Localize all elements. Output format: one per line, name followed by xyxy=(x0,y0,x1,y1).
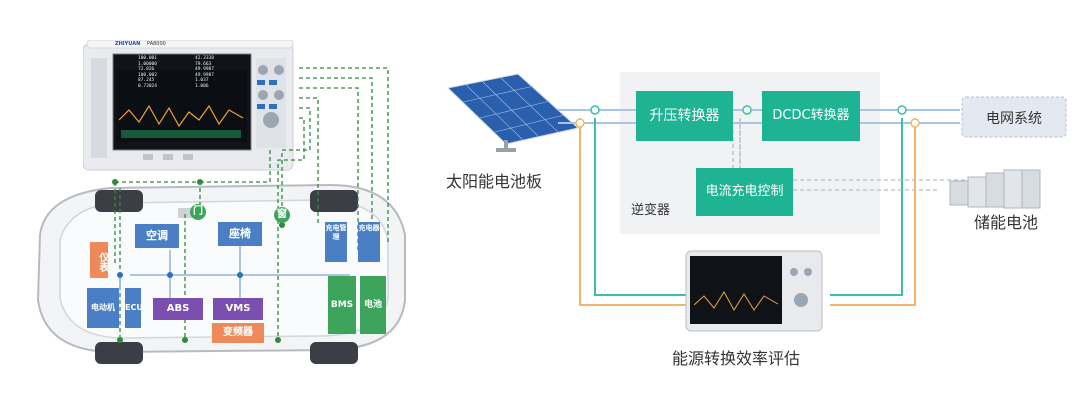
reading: 0.73024 xyxy=(138,83,157,89)
charge-control-box: 电流充电控制 xyxy=(696,168,793,216)
bms-module: BMS xyxy=(328,276,356,334)
charge-control-label: 电流充电控制 xyxy=(705,184,784,199)
ecu-module: ECU xyxy=(125,288,143,328)
reading: 87.245 xyxy=(138,78,155,83)
charge-mgmt-module: 充电管理 xyxy=(325,222,347,262)
car-wiring-diagram xyxy=(36,67,406,364)
readings-column-2: 42.3338 79.663 49.9987 49.9987 1.037 1.0… xyxy=(195,56,214,89)
reading: 79.663 xyxy=(195,61,212,67)
boost-label: 升压转换器 xyxy=(649,108,720,124)
vms-label: VMS xyxy=(225,303,251,314)
power-analyzer-illustration xyxy=(82,39,294,171)
motor-module: 电动机 xyxy=(87,288,119,328)
reading: 49.9987 xyxy=(195,67,214,72)
reading: 42.3338 xyxy=(195,56,214,61)
instrument-model: PA8000 xyxy=(147,41,166,47)
solar-panel-label: 太阳能电池板 xyxy=(446,172,543,191)
ac-label: 空调 xyxy=(146,229,168,242)
battery-module: 电池 xyxy=(360,276,386,334)
motor-label: 电动机 xyxy=(91,303,115,312)
grid-label: 电网系统 xyxy=(986,111,1042,127)
battery-label: 电池 xyxy=(363,300,382,310)
meter-module: 仪表 xyxy=(90,242,108,278)
charge-mgmt-label: 充电管理 xyxy=(325,224,347,241)
efficiency-eval-label: 能源转换效率评估 xyxy=(672,349,801,368)
analyzer-device-icon xyxy=(685,250,823,332)
grid-box xyxy=(961,96,1067,138)
abs-module: ABS xyxy=(153,298,203,320)
boost-converter-box: 升压转换器 xyxy=(636,91,733,141)
reading: 72.826 xyxy=(138,67,155,72)
window-badge: 窗 xyxy=(274,207,290,223)
reading: 1.006 xyxy=(195,83,209,89)
abs-label: ABS xyxy=(166,303,190,314)
inverter-car-label: 变频器 xyxy=(223,327,253,338)
bms-label: BMS xyxy=(330,300,354,310)
instrument-brand: ZHIYUAN xyxy=(115,41,141,47)
window-label: 窗 xyxy=(277,209,287,220)
meter-label: 仪表 xyxy=(97,252,108,272)
inverter-label: 逆变器 xyxy=(631,203,671,218)
reading: 1.00000 xyxy=(138,61,157,67)
storage-battery-icon xyxy=(949,169,1041,209)
seat-label: 座椅 xyxy=(229,227,251,240)
readings-column-1: 100.001 1.00000 72.826 100.002 87.245 0.… xyxy=(138,56,157,89)
dcdc-label: DCDC转换器 xyxy=(772,108,850,123)
reading: 49.9987 xyxy=(195,72,214,78)
charger-module: 充电器 xyxy=(358,222,380,262)
charger-label: 充电器 xyxy=(358,224,380,232)
vms-module: VMS xyxy=(213,298,263,320)
door-label: 门 xyxy=(193,206,203,217)
reading: 100.001 xyxy=(138,56,157,61)
storage-label: 储能电池 xyxy=(974,213,1039,232)
reading: 1.037 xyxy=(195,78,209,83)
dcdc-converter-box: DCDC转换器 xyxy=(762,91,860,141)
ecu-label: ECU xyxy=(125,303,143,312)
ac-module: 空调 xyxy=(135,224,179,248)
reading: 100.002 xyxy=(138,72,157,78)
door-badge: 门 xyxy=(190,204,206,220)
solar-panel-icon xyxy=(446,73,580,152)
seat-module: 座椅 xyxy=(218,222,262,246)
power-analyzer-instrument: ZHIYUAN PA8000 100.001 1.00000 72.826 10… xyxy=(82,39,298,175)
inverter-module: 变频器 xyxy=(212,323,264,343)
